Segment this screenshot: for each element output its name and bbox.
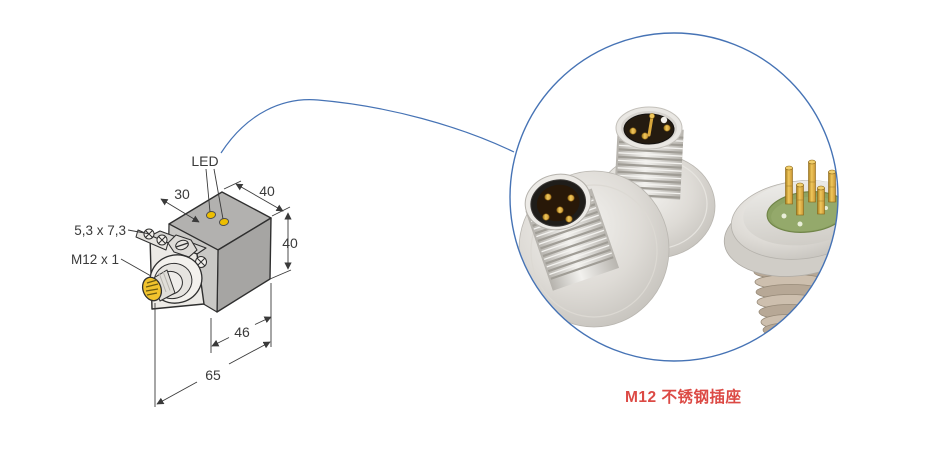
led-leader-line	[205, 168, 211, 213]
sensor-head	[135, 228, 207, 310]
label-dim-46: 46	[234, 324, 250, 340]
terminal-pins	[785, 159, 836, 216]
led-leader-line	[213, 168, 224, 220]
dimension-40-top	[235, 183, 284, 212]
label-dim-65: 65	[205, 367, 221, 383]
callout-circle	[509, 32, 839, 362]
dimension-46	[211, 337, 230, 347]
label-led: LED	[191, 153, 218, 169]
label-dim-40-top: 40	[259, 183, 275, 199]
hex-nut-icon	[167, 234, 198, 258]
photo-connector-rear	[723, 159, 838, 338]
connector-thread-tip	[141, 269, 176, 302]
thread-leader-line	[120, 258, 152, 277]
dimension-65	[228, 341, 271, 365]
dimension-30	[160, 198, 200, 223]
connector-photo	[518, 106, 838, 338]
gold-pins	[542, 193, 575, 223]
dimension-lines	[120, 168, 292, 407]
mounting-screw-icon	[156, 234, 168, 246]
slot-leader-line	[127, 229, 151, 235]
label-dim-40-height: 40	[282, 235, 298, 251]
dimension-65	[156, 381, 198, 405]
sensor-drawing	[135, 191, 272, 313]
label-thread-size: M12 x 1	[71, 252, 119, 267]
dimension-46	[254, 316, 272, 325]
photo-caption: M12 不锈钢插座	[625, 389, 742, 406]
photo-connector-front	[518, 170, 670, 328]
label-slot-size: 5,3 x 7,3	[74, 223, 126, 238]
callout-curve	[220, 99, 515, 154]
label-dim-30: 30	[174, 186, 190, 202]
